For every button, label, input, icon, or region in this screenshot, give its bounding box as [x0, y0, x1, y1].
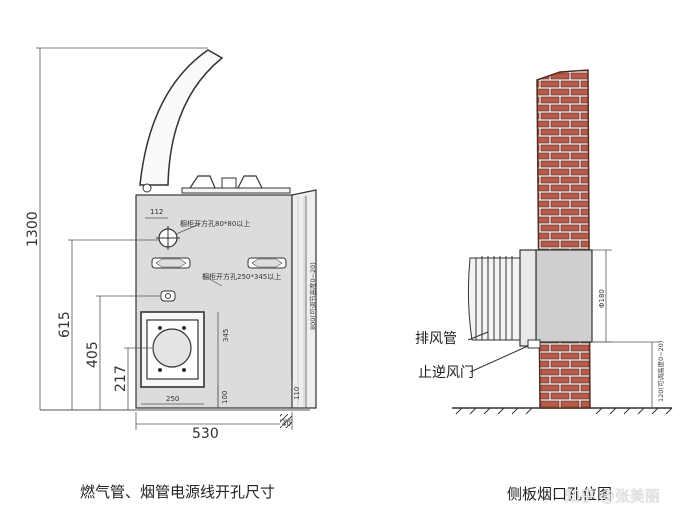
note-mid-hole: 橱柜开方孔250*345以上 [202, 273, 282, 281]
check-valve [527, 339, 541, 349]
exhaust-duct [467, 256, 521, 341]
label-check-valve: 止逆风门 [418, 365, 474, 381]
burner-knob [221, 177, 237, 189]
dim-120: 120(可调高度0~20) [657, 340, 665, 402]
right-caption: 侧板烟口孔位图 [507, 485, 613, 503]
dim-100: 100 [221, 390, 229, 404]
dim-phi180: Φ180 [598, 289, 606, 308]
dim-530: 530 [192, 426, 219, 442]
cabinet-section [535, 249, 593, 343]
label-exhaust-duct: 排风管 [415, 331, 457, 347]
duct-collar [519, 249, 537, 347]
dim-40: 40 [282, 420, 291, 428]
burner-top [189, 175, 263, 189]
dim-217: 217 [113, 365, 129, 392]
hood-curve [139, 49, 224, 186]
side-vent-view [452, 69, 673, 415]
floor-hatch [280, 414, 292, 428]
range-hood-front-view [36, 47, 317, 430]
dim-250: 250 [166, 395, 180, 403]
dim-110: 110 [293, 386, 301, 400]
flue-round-hole [152, 328, 192, 368]
dim-405: 405 [85, 341, 101, 368]
brick-wall [536, 69, 591, 409]
hood-hinge [142, 183, 152, 193]
dimension-lines [36, 47, 307, 430]
dim-1300: 1300 [25, 211, 41, 247]
dim-615: 615 [57, 311, 73, 338]
counter-top [181, 187, 291, 194]
watermark: 知乎 @张美丽 [565, 487, 660, 505]
power-hole [160, 290, 176, 302]
left-caption: 燃气管、烟管电源线开孔尺寸 [80, 483, 276, 501]
dim-345: 345 [222, 328, 230, 342]
note-top-hole: 橱柜开方孔80*80以上 [180, 220, 251, 228]
dim-112: 112 [150, 208, 164, 216]
dim-800: 800(可调节高度0~20) [309, 262, 317, 330]
